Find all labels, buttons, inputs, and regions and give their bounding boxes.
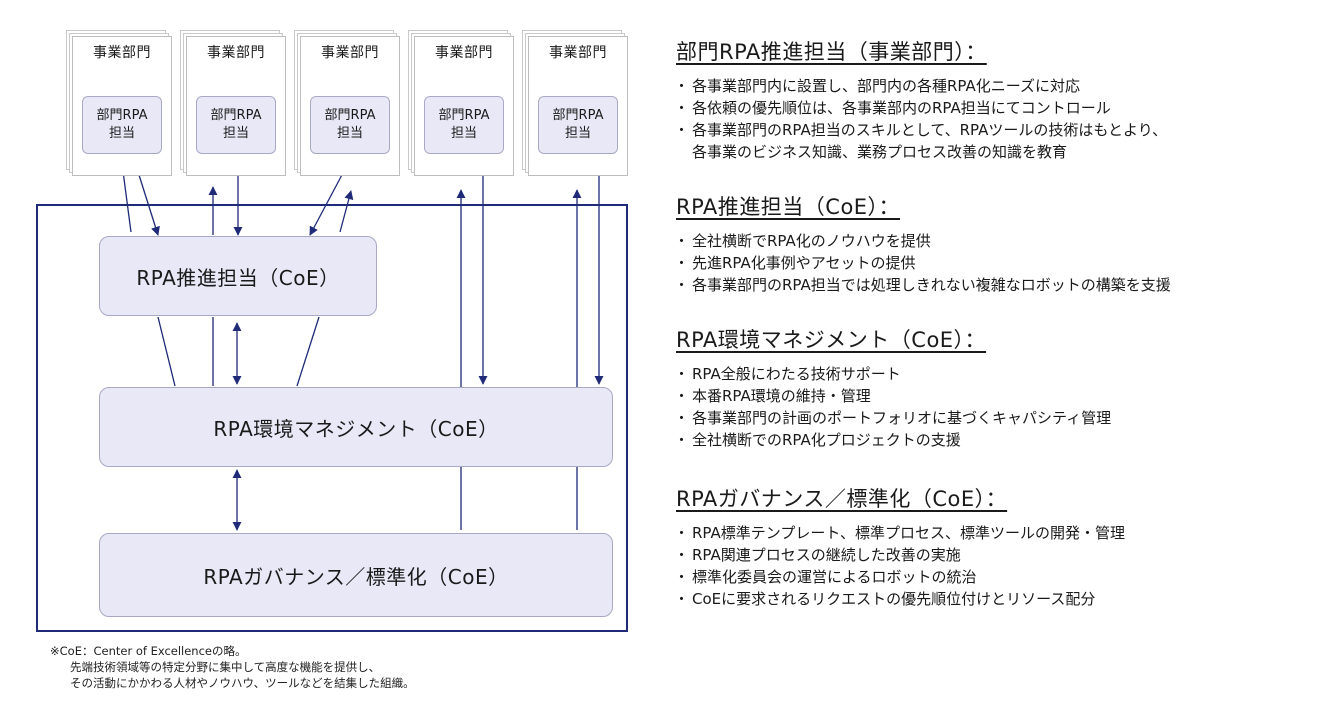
footnote-line: その活動にかかわる人材やノウハウ、ツールなどを結集した組織。 bbox=[70, 676, 415, 690]
bullet-list: RPA標準テンプレート、標準プロセス、標準ツールの開発・管理 RPA関連プロセス… bbox=[674, 522, 1312, 610]
department-rpa-box: 部門RPA 担当 bbox=[82, 96, 162, 154]
bullet-list: RPA全般にわたる技術サポート 本番RPA環境の維持・管理 各事業部門の計画のポ… bbox=[674, 363, 1312, 451]
bullet-item: 各事業部門の計画のポートフォリオに基づくキャパシティ管理 bbox=[674, 407, 1312, 429]
section-title: RPA推進担当（CoE）： bbox=[676, 195, 901, 219]
bullet-list: 各事業部門内に設置し、部門内の各種RPA化ニーズに対応 各依頼の優先順位は、各事… bbox=[674, 75, 1312, 163]
dept3-from-coe-arrow bbox=[339, 190, 354, 233]
section-title: RPAガバナンス／標準化（CoE）： bbox=[676, 487, 1008, 511]
footnote-line: ※CoE：Center of Excellenceの略。 bbox=[50, 644, 247, 658]
bullet-item: 各事業部門のRPA担当のスキルとして、RPAツールの技術はもとより、 bbox=[674, 119, 1312, 141]
section-coe-governance: RPAガバナンス／標準化（CoE）： RPA標準テンプレート、標準プロセス、標準… bbox=[674, 483, 1312, 610]
bullet-item: 本番RPA環境の維持・管理 bbox=[674, 385, 1312, 407]
bullet-list: 全社横断でRPA化のノウハウを提供 先進RPA化事例やアセットの提供 各事業部門… bbox=[674, 230, 1312, 296]
coe-link-line bbox=[157, 316, 176, 387]
bullet-item: RPA標準テンプレート、標準プロセス、標準ツールの開発・管理 bbox=[674, 522, 1312, 544]
bullet-item: 各依頼の優先順位は、各事業部内のRPA担当にてコントロール bbox=[674, 97, 1312, 119]
bullet-item: CoEに要求されるリクエストの優先順位付けとリソース配分 bbox=[674, 588, 1312, 610]
coe-link-line bbox=[296, 316, 320, 387]
bullet-item: RPA関連プロセスの継続した改善の実施 bbox=[674, 544, 1312, 566]
department-card: 事業部門 部門RPA 担当 bbox=[294, 30, 401, 180]
department-rpa-box: 部門RPA 担当 bbox=[196, 96, 276, 154]
bullet-item: 全社横断でRPA化のノウハウを提供 bbox=[674, 230, 1312, 252]
bullet-item: 先進RPA化事例やアセットの提供 bbox=[674, 252, 1312, 274]
department-label: 事業部門 bbox=[435, 45, 493, 61]
bullet-item: 各事業部門内に設置し、部門内の各種RPA化ニーズに対応 bbox=[674, 75, 1312, 97]
footnote: ※CoE：Center of Excellenceの略。 先端技術領域等の特定分… bbox=[50, 643, 415, 691]
department-rpa-box: 部門RPA 担当 bbox=[538, 96, 618, 154]
department-card: 事業部門 部門RPA 担当 bbox=[522, 30, 629, 180]
bullet-item: 標準化委員会の運営によるロボットの統治 bbox=[674, 566, 1312, 588]
department-label: 事業部門 bbox=[207, 45, 265, 61]
department-rpa-box: 部門RPA 担当 bbox=[424, 96, 504, 154]
coe-governance-box: RPAガバナンス／標準化（CoE） bbox=[99, 533, 613, 617]
department-label: 事業部門 bbox=[321, 45, 379, 61]
department-rpa-box: 部門RPA 担当 bbox=[310, 96, 390, 154]
section-coe-promotion: RPA推進担当（CoE）： 全社横断でRPA化のノウハウを提供 先進RPA化事例… bbox=[674, 191, 1312, 296]
coe-promotion-box: RPA推進担当（CoE） bbox=[99, 236, 377, 316]
section-dept-rpa: 部門RPA推進担当（事業部門）： 各事業部門内に設置し、部門内の各種RPA化ニー… bbox=[674, 36, 1312, 163]
bullet-item: 全社横断でのRPA化プロジェクトの支援 bbox=[674, 429, 1312, 451]
coe-frame bbox=[36, 204, 628, 632]
footnote-line: 先端技術領域等の特定分野に集中して高度な機能を提供し、 bbox=[70, 660, 381, 674]
department-label: 事業部門 bbox=[93, 45, 151, 61]
bullet-item-continuation: 各事業のビジネス知識、業務プロセス改善の知識を教育 bbox=[692, 143, 1068, 161]
section-title: 部門RPA推進担当（事業部門）： bbox=[676, 40, 987, 64]
section-coe-environment: RPA環境マネジメント（CoE）： RPA全般にわたる技術サポート 本番RPA環… bbox=[674, 324, 1312, 451]
department-label: 事業部門 bbox=[549, 45, 607, 61]
coe-environment-box: RPA環境マネジメント（CoE） bbox=[99, 387, 613, 467]
department-card: 事業部門 部門RPA 担当 bbox=[180, 30, 287, 180]
department-card: 事業部門 部門RPA 担当 bbox=[408, 30, 515, 180]
bullet-item: RPA全般にわたる技術サポート bbox=[674, 363, 1312, 385]
bullet-item: 各事業部門のRPA担当では処理しきれない複雑なロボットの構築を支援 bbox=[674, 274, 1312, 296]
department-card: 事業部門 部門RPA 担当 bbox=[66, 30, 173, 180]
section-title: RPA環境マネジメント（CoE）： bbox=[676, 328, 987, 352]
